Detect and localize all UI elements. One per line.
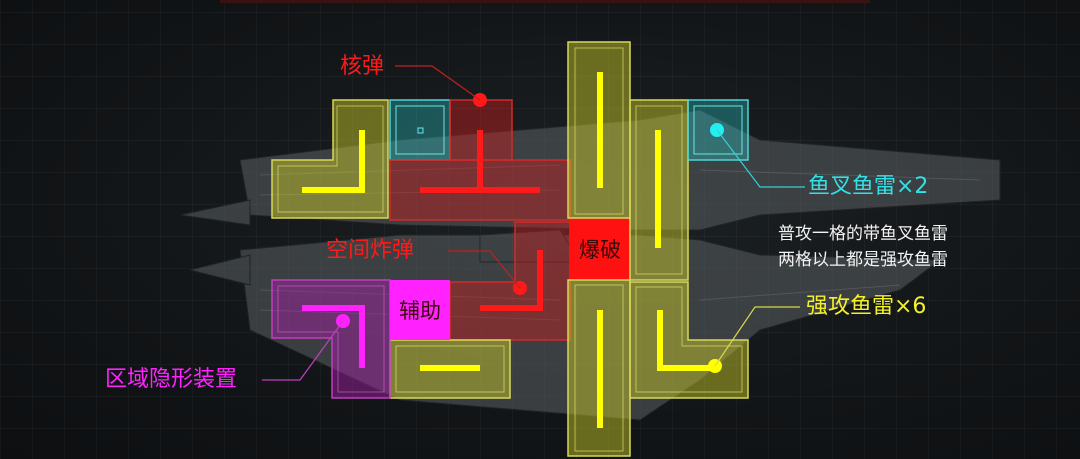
heavy-torpedo-cell-column-bottom <box>567 279 631 457</box>
fork-torpedo-label: 鱼叉鱼雷×2 <box>808 174 929 199</box>
stealth-leader-line <box>262 320 344 381</box>
space-bomb-leader-line <box>448 250 521 289</box>
note-line-2: 两格以上都是强攻鱼雷 <box>778 250 948 270</box>
heavy-torpedo-leader-line <box>714 306 800 367</box>
fork-torpedo-cell-right <box>687 99 749 161</box>
fork-torpedo-cell-left <box>389 99 451 161</box>
heavy-torpedo-cell-topleft <box>271 99 389 219</box>
nuke-leader-line <box>395 65 481 101</box>
heavy-torpedo-cell-column-top <box>567 41 631 219</box>
space-bomb-label: 空间炸弹 <box>326 238 415 263</box>
area-stealth-label: 区域隐形装置 <box>105 367 238 392</box>
heavy-torpedo-label: 强攻鱼雷×6 <box>806 294 927 319</box>
top-accent-bar <box>220 0 870 3</box>
note-line-1: 普攻一格的带鱼叉鱼雷 <box>778 224 948 244</box>
heavy-torpedo-cell-bottomright <box>629 281 749 399</box>
support-label: 辅助 <box>399 299 441 323</box>
heavy-torpedo-cell-bottom <box>389 339 511 399</box>
support-cell <box>390 280 450 340</box>
heavy-torpedo-cell-column-mid <box>629 99 689 281</box>
nuke-label: 核弹 <box>340 54 385 79</box>
breach-label: 爆破 <box>579 238 621 262</box>
space-bomb-cell <box>449 221 571 341</box>
breach-cell <box>570 218 630 280</box>
fork-torpedo-leader-line <box>716 129 805 188</box>
nuke-cell <box>389 93 571 221</box>
